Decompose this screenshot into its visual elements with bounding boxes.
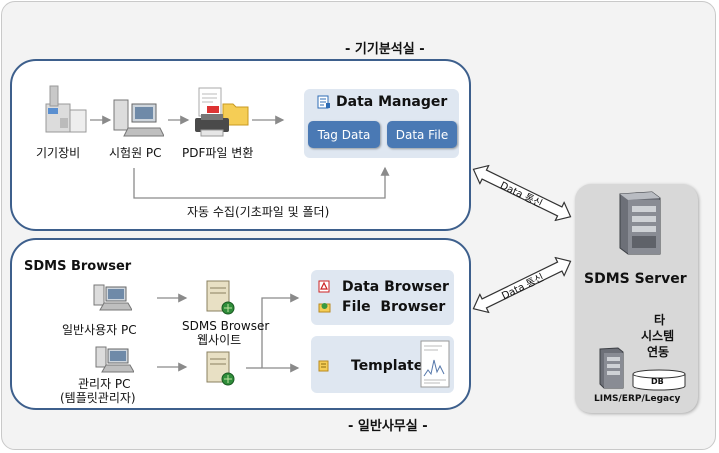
auto-collect-line <box>133 166 390 199</box>
pdf-convert-icon <box>193 86 249 138</box>
website-label: SDMS Browser <box>182 319 270 333</box>
template-icon <box>318 360 329 372</box>
db-label: DB <box>651 377 664 386</box>
db-cylinder-icon <box>631 369 687 391</box>
lab-zone-title: - 기기분석실 - <box>345 42 425 57</box>
comm-arrow-bottom: Data 통신 <box>468 251 577 319</box>
office-zone-title: - 일반사무실 - <box>348 419 428 434</box>
user-pc-label: 일반사용자 PC <box>62 323 137 337</box>
user-pc-icon <box>92 283 132 313</box>
tester-pc-label: 시험원 PC <box>109 146 162 160</box>
template-document-icon <box>420 340 450 388</box>
file-browser-label[interactable]: File Browser <box>342 299 446 315</box>
legacy-label: LIMS/ERP/Legacy <box>594 394 681 404</box>
admin-pc-sublabel: (템플릿관리자) <box>60 391 136 405</box>
sdms-server-title: SDMS Server <box>584 271 687 287</box>
instrument-icon <box>42 84 90 136</box>
pdf-convert-label: PDF파일 변환 <box>182 146 254 160</box>
auto-collect-label: 자동 수집(기초파일 및 폴더) <box>187 205 330 219</box>
other-system-label-1: 타 <box>654 313 666 327</box>
web-server-icon <box>203 279 237 317</box>
arrow-web-to-browser <box>261 293 300 368</box>
website-sublabel: 웹사이트 <box>197 333 242 347</box>
web-server-icon-2 <box>203 350 237 388</box>
folder-sync-icon <box>318 300 331 313</box>
other-system-label-3: 연동 <box>647 345 670 359</box>
tag-data-button[interactable]: Tag Data <box>308 121 380 148</box>
browser-panel <box>311 270 454 325</box>
admin-pc-icon <box>94 345 134 375</box>
tester-pc-icon <box>112 98 164 140</box>
data-browser-label[interactable]: Data Browser <box>342 279 449 295</box>
data-manager-title: Data Manager <box>336 94 448 110</box>
legacy-server-icon <box>596 346 626 390</box>
server-tower-icon <box>612 190 664 256</box>
data-manager-icon <box>317 95 331 109</box>
sdms-browser-title: SDMS Browser <box>24 259 132 274</box>
pdf-icon <box>318 280 330 293</box>
comm-arrow-top: Data 통신 <box>468 159 577 227</box>
data-file-button[interactable]: Data File <box>387 121 457 148</box>
admin-pc-label: 관리자 PC <box>78 377 131 391</box>
other-system-label-2: 시스템 <box>641 329 675 343</box>
template-label[interactable]: Template <box>351 358 424 374</box>
instrument-label: 기기장비 <box>36 146 81 160</box>
